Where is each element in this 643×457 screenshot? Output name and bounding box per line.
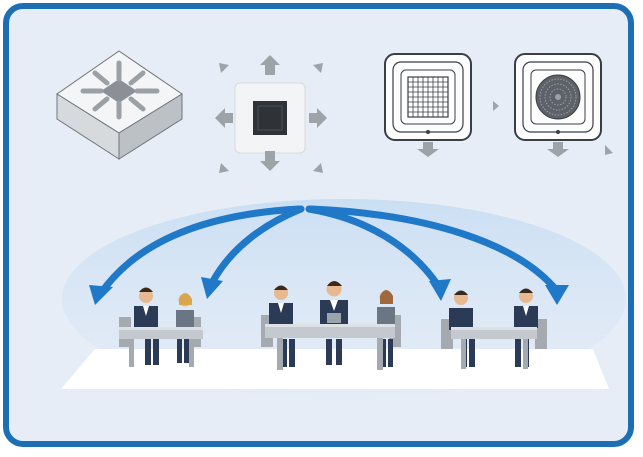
airflow-arrow-near-left (207, 205, 305, 289)
round-grille-panel-icon (514, 53, 613, 157)
person-man-center (320, 281, 348, 365)
table-right (441, 288, 547, 369)
airflow-arrows (97, 205, 561, 297)
table-center (261, 281, 401, 370)
airflow-arrow-far-left (97, 205, 303, 297)
person-woman-center-right (377, 290, 395, 367)
airflow-arrow-far-right (307, 205, 561, 295)
person-man-center-left (269, 285, 295, 367)
next-arrow-icon (493, 101, 499, 111)
square-grille-panel-icon (384, 53, 472, 157)
diagram-frame (3, 3, 634, 447)
person-man-left (134, 287, 159, 365)
table-left (119, 287, 203, 367)
four-way-airflow-icon (215, 55, 327, 173)
person-woman-left (176, 293, 194, 363)
cassette-isometric-icon (56, 50, 183, 160)
office-airflow-scene (56, 50, 626, 399)
airflow-arrowheads (89, 277, 569, 305)
